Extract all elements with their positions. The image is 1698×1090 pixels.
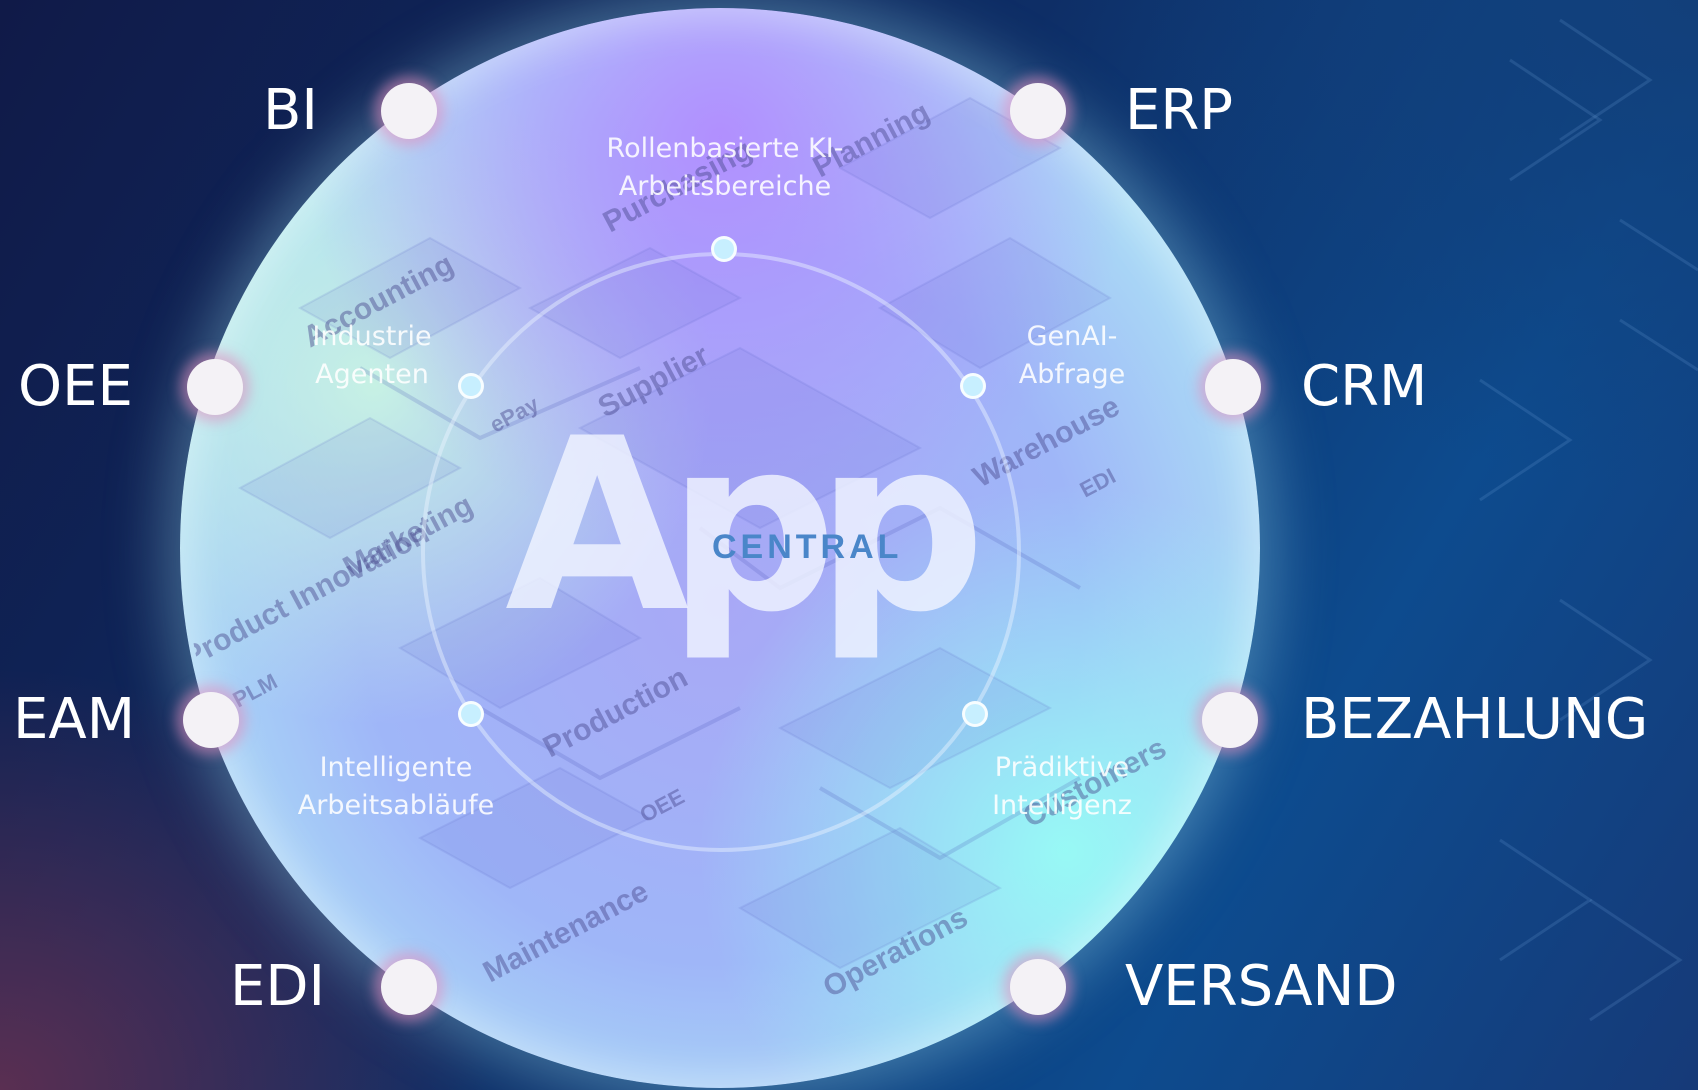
capability-label-right-upper: GenAI- Abfrage xyxy=(1019,318,1126,395)
logo-app: App xyxy=(505,388,986,665)
capability-right-upper-line1: GenAI- xyxy=(1026,321,1118,352)
capability-dot-top xyxy=(711,236,737,262)
system-label-crm: CRM xyxy=(1301,354,1428,419)
capability-left-upper-line2: Agenten xyxy=(315,359,429,391)
map-label-product-innovation: Product Innovation xyxy=(180,517,435,674)
capability-right-upper-line2: Abfrage xyxy=(1018,359,1126,391)
capability-right-lower-line1: Prädiktive xyxy=(994,752,1130,783)
map-label-edi: EDI xyxy=(1076,463,1120,502)
capability-dot-left-lower xyxy=(458,701,484,727)
capability-dot-right-lower xyxy=(962,701,988,727)
capability-label-left-lower: Intelligente Arbeitsabläufe xyxy=(298,749,494,826)
system-label-edi: EDI xyxy=(230,954,326,1019)
node-dot-bezahlung xyxy=(1202,692,1258,748)
capability-top-line2: Arbeitsbereiche xyxy=(618,171,832,203)
node-dot-crm xyxy=(1205,359,1261,415)
capability-dot-left-upper xyxy=(458,373,484,399)
capability-label-left-upper: Industrie Agenten xyxy=(312,318,431,395)
capability-label-right-lower: Prädiktive Intelligenz xyxy=(992,749,1132,826)
system-label-erp: ERP xyxy=(1125,78,1234,143)
system-label-bezahlung: BEZAHLUNG xyxy=(1301,687,1649,752)
node-dot-erp xyxy=(1010,83,1066,139)
logo-central: CENTRAL xyxy=(712,528,903,566)
capability-left-upper-line1: Industrie xyxy=(312,321,432,352)
system-label-oee: OEE xyxy=(18,354,133,419)
capability-top-line1: Rollenbasierte KI- xyxy=(606,133,844,164)
capability-label-top: Rollenbasierte KI- Arbeitsbereiche xyxy=(607,130,844,207)
capability-right-lower-line2: Intelligenz xyxy=(992,790,1132,822)
map-label-maintenance: Maintenance xyxy=(478,875,654,989)
system-label-versand: VERSAND xyxy=(1125,954,1398,1019)
system-label-bi: BI xyxy=(263,78,318,143)
capability-dot-right-upper xyxy=(960,373,986,399)
map-label-plm: PLM xyxy=(229,669,282,713)
capability-left-lower-line1: Intelligente xyxy=(319,752,473,783)
node-dot-edi xyxy=(381,959,437,1015)
capability-left-lower-line2: Arbeitsabläufe xyxy=(297,790,495,822)
node-dot-eam xyxy=(183,692,239,748)
system-label-eam: EAM xyxy=(13,687,136,752)
node-dot-bi xyxy=(381,83,437,139)
node-dot-oee xyxy=(187,359,243,415)
node-dot-versand xyxy=(1010,959,1066,1015)
